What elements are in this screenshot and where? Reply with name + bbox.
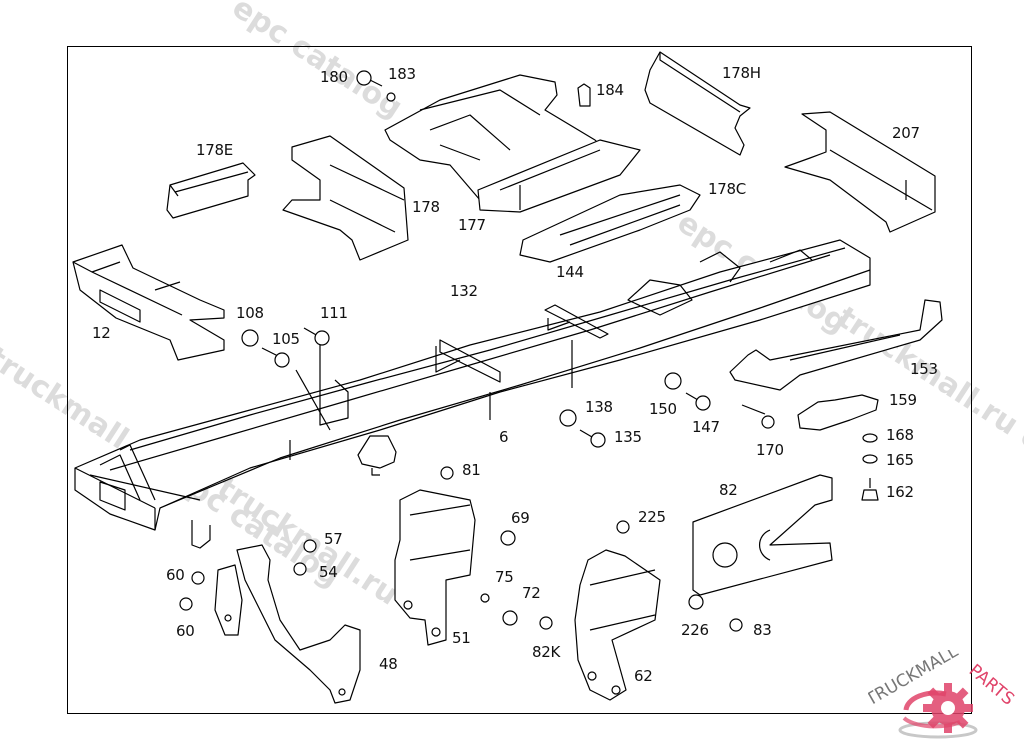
callout-159: 159 (889, 391, 917, 409)
callout-150: 150 (649, 400, 677, 418)
part-178-bracket (282, 135, 409, 261)
callout-178C: 178C (708, 180, 746, 198)
hardware-middle (559, 372, 879, 501)
callout-178E: 178E (196, 141, 233, 159)
callout-144: 144 (556, 263, 584, 281)
chassis-frame (74, 239, 871, 549)
part-12-crossmember (72, 244, 225, 361)
callout-170: 170 (756, 441, 784, 459)
callout-178: 178 (412, 198, 440, 216)
callout-105: 105 (272, 330, 300, 348)
callout-147: 147 (692, 418, 720, 436)
callout-177: 177 (458, 216, 486, 234)
callout-81: 81 (462, 461, 481, 479)
part-153-crossbar (729, 299, 943, 431)
callout-69: 69 (511, 509, 530, 527)
part-178C-plate (519, 184, 701, 263)
diagram-border (67, 46, 972, 714)
callout-48: 48 (379, 655, 398, 673)
callout-207: 207 (892, 124, 920, 142)
callout-178H: 178H (722, 64, 761, 82)
part-48-hanger (179, 539, 361, 704)
callout-12: 12 (92, 324, 111, 342)
callout-225: 225 (638, 508, 666, 526)
callout-57: 57 (324, 530, 343, 548)
callout-6: 6 (499, 428, 509, 446)
callout-108: 108 (236, 304, 264, 322)
callout-60-upper: 60 (166, 566, 185, 584)
callout-180: 180 (320, 68, 348, 86)
callout-183: 183 (388, 65, 416, 83)
callout-75: 75 (495, 568, 514, 586)
callout-82K: 82K (532, 643, 561, 661)
part-51-spring-bracket (394, 466, 518, 646)
hardware-top (356, 70, 591, 107)
gear-logo-icon: TRUCKMALL PARTS (862, 641, 1018, 739)
hardware-front (241, 327, 330, 368)
callout-132: 132 (450, 282, 478, 300)
logo-text-right: PARTS (965, 661, 1018, 710)
callout-82: 82 (719, 481, 738, 499)
part-62-shackle-bracket (539, 520, 743, 701)
callout-168: 168 (886, 426, 914, 444)
callout-62: 62 (634, 667, 653, 685)
callout-83: 83 (753, 621, 772, 639)
part-82-shackle (692, 474, 833, 596)
part-178H-plate (644, 51, 751, 156)
callout-162: 162 (886, 483, 914, 501)
callout-72: 72 (522, 584, 541, 602)
callout-60-lower: 60 (176, 622, 195, 640)
callout-165: 165 (886, 451, 914, 469)
truckmall-parts-logo: TRUCKMALL PARTS (862, 641, 1018, 746)
callout-138: 138 (585, 398, 613, 416)
part-178E-plate (166, 162, 256, 219)
callout-111: 111 (320, 304, 348, 322)
callout-184: 184 (596, 81, 624, 99)
callout-226: 226 (681, 621, 709, 639)
part-177-crossmember (384, 74, 641, 213)
callout-135: 135 (614, 428, 642, 446)
callout-54: 54 (319, 563, 338, 581)
callout-153: 153 (910, 360, 938, 378)
callout-51: 51 (452, 629, 471, 647)
part-207-bracket (784, 111, 936, 233)
